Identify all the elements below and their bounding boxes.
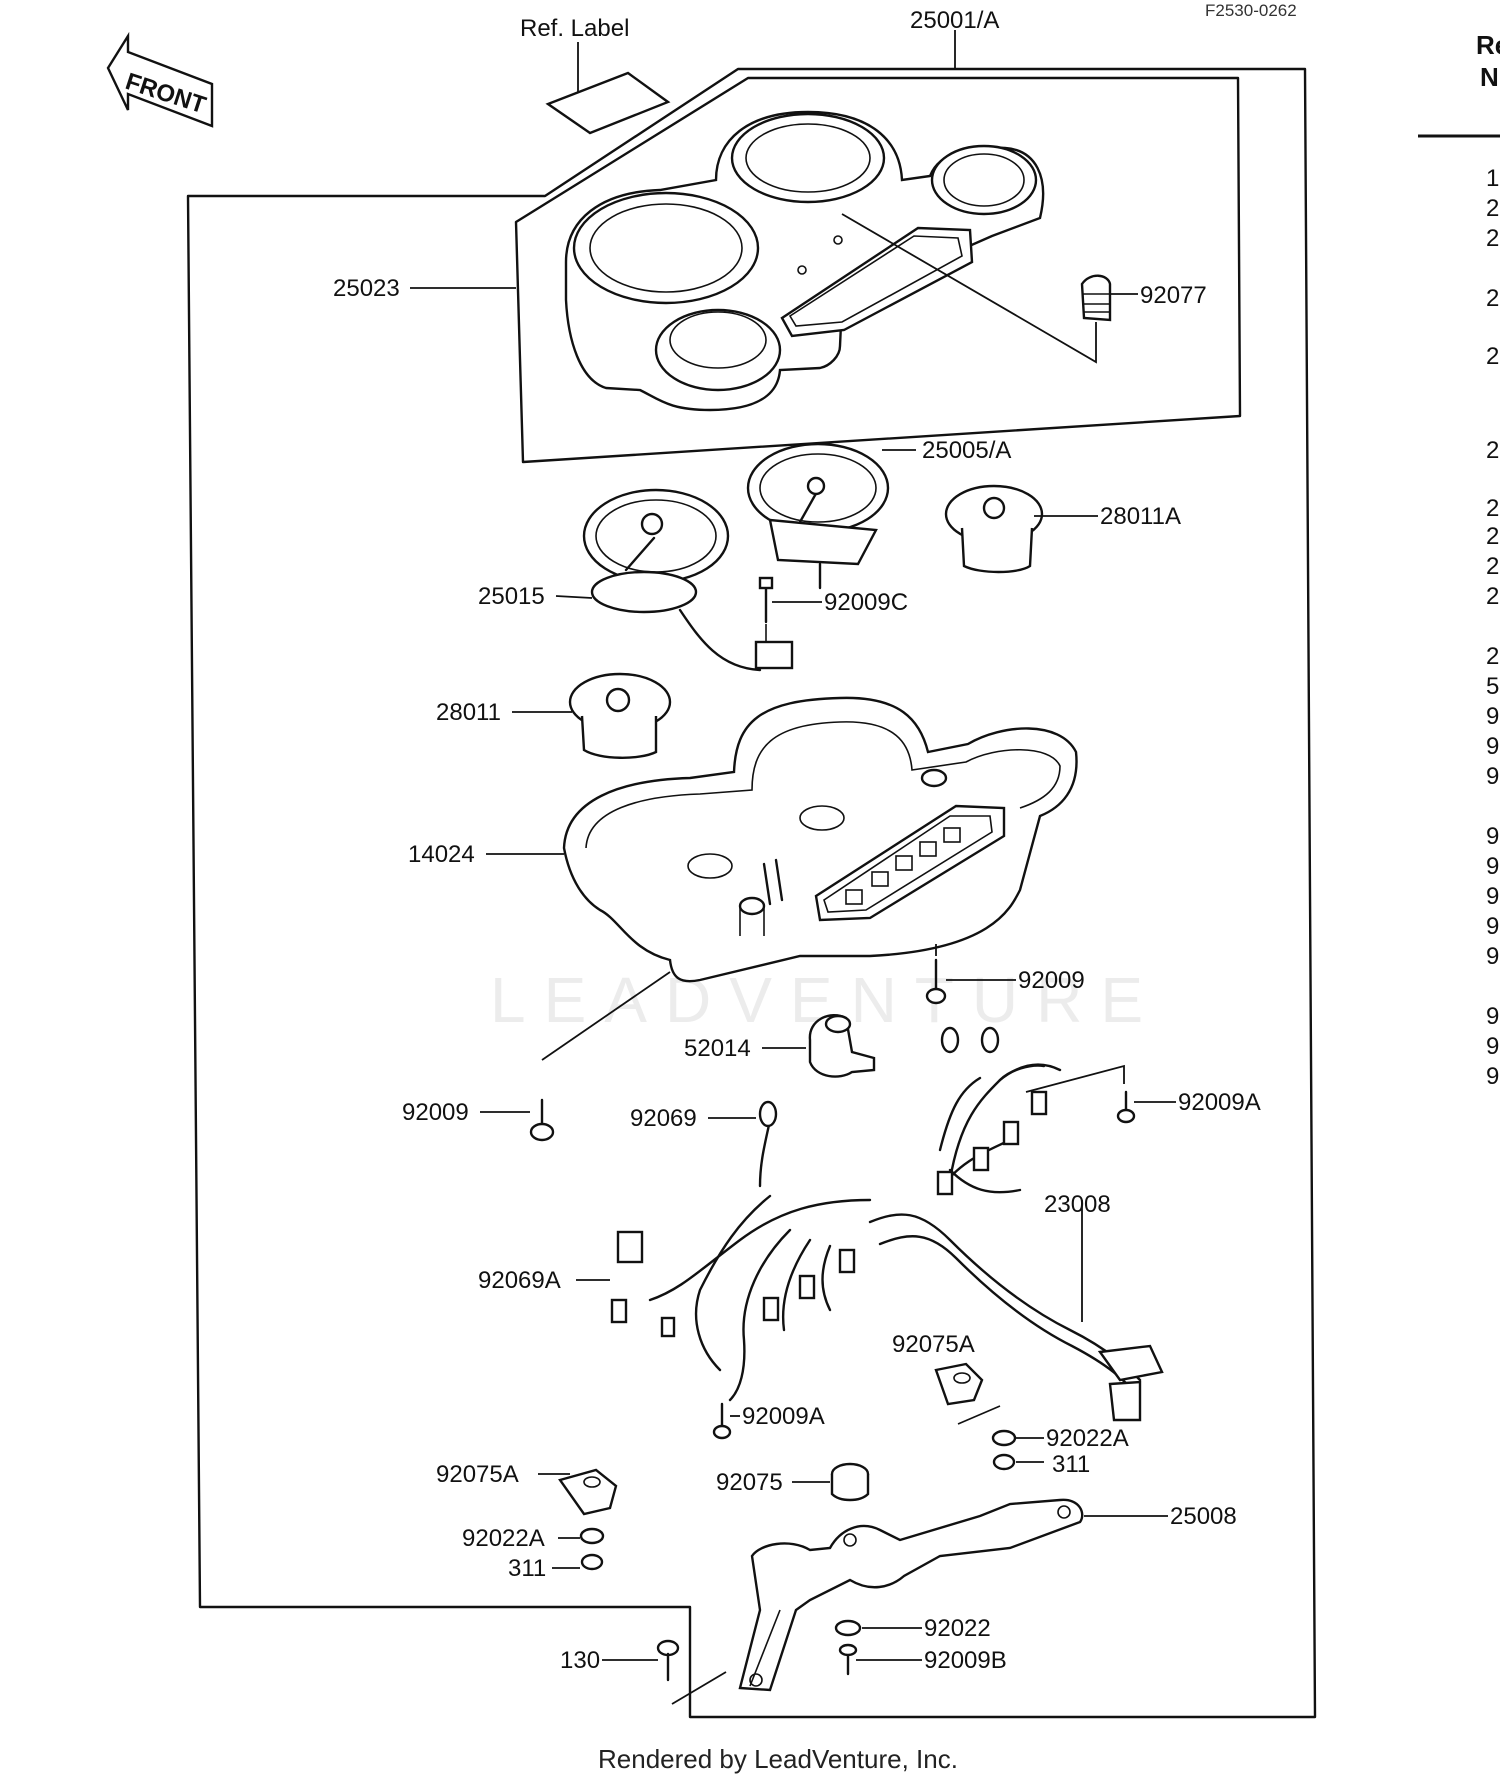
grommet-92077	[841, 213, 1112, 364]
meter-case-14024	[562, 696, 1078, 983]
ref-number-fragment: 2	[1486, 343, 1499, 370]
drawing-code: F2530-0262	[1205, 1, 1297, 20]
callout-311-left: 311	[508, 1555, 546, 1582]
ref-number-fragment: 9	[1486, 1003, 1499, 1030]
ref-number-fragment: 2	[1486, 643, 1499, 670]
callout-23008: 23008	[1044, 1191, 1111, 1218]
ref-number-fragment: 5	[1486, 673, 1499, 700]
ref-number-fragment: 9	[1486, 853, 1499, 880]
assembly-boundary	[186, 67, 1317, 1719]
bolt-130	[656, 1639, 680, 1682]
ref-number-fragment: 2	[1486, 225, 1499, 252]
callout-92069a: 92069A	[478, 1267, 561, 1294]
callout-130: 130	[560, 1647, 600, 1674]
callout-92022: 92022	[924, 1615, 991, 1642]
wiring-harness-23008	[610, 1026, 1164, 1422]
screw-92009b	[838, 1643, 858, 1676]
ref-header-line-2: N	[1480, 62, 1499, 92]
ref-number-fragment: 9	[1486, 1063, 1499, 1090]
ref-number-fragment: 2	[1486, 285, 1499, 312]
ref-number-fragment: 2	[1486, 195, 1499, 222]
callout-25008: 25008	[1170, 1503, 1237, 1530]
ref-number-fragment: 2	[1486, 523, 1499, 550]
screw-92009-right	[925, 944, 947, 1005]
ref-number-fragment: 9	[1486, 1033, 1499, 1060]
speedometer-25005a	[746, 442, 890, 590]
callout-52014: 52014	[684, 1035, 751, 1062]
ref-number-fragment: 9	[1486, 763, 1499, 790]
screw-92009a-low	[712, 1402, 732, 1440]
ref-header-line-1: Re	[1476, 30, 1500, 60]
callout-14024: 14024	[408, 841, 475, 868]
grommet-92075	[830, 1462, 870, 1502]
ref-number-fragment: 2	[1486, 437, 1499, 464]
callout-92022a-mid: 92022A	[1046, 1425, 1129, 1452]
front-arrow: FRONT	[106, 31, 214, 128]
callout-25005a: 25005/A	[922, 437, 1011, 464]
clamp-92075a-mid	[934, 1362, 1001, 1425]
callout-92009a-top: 92009A	[1178, 1089, 1261, 1116]
callout-92009c: 92009C	[824, 589, 908, 616]
callout-28011: 28011	[436, 699, 501, 726]
callout-ref-label: Ref. Label	[520, 15, 629, 42]
callout-leaders	[410, 30, 1176, 1661]
callout-92009-right: 92009	[1018, 967, 1085, 994]
upper-cover-boundary	[514, 76, 1242, 464]
clamp-92075a-left	[558, 1468, 618, 1516]
bracket-25008	[671, 1498, 1084, 1705]
callout-92075: 92075	[716, 1469, 783, 1496]
callout-92009b: 92009B	[924, 1647, 1007, 1674]
callout-92077: 92077	[1140, 282, 1207, 309]
ref-number-fragment: 9	[1486, 703, 1499, 730]
ref-number-fragment: 9	[1486, 823, 1499, 850]
screw-92009a-top	[1116, 1090, 1136, 1124]
tachometer-25015	[582, 488, 794, 672]
washer-92022	[834, 1619, 862, 1637]
callout-28011a: 28011A	[1100, 503, 1181, 530]
ref-number-fragment: 9	[1486, 733, 1499, 760]
callout-92075a-left: 92075A	[436, 1461, 519, 1488]
screw-92009c	[758, 576, 774, 642]
ref-number-fragment: 1	[1486, 165, 1499, 192]
callout-25023: 25023	[333, 275, 400, 302]
sensor-52014	[808, 1014, 876, 1078]
callout-92075a-mid: 92075A	[892, 1331, 975, 1358]
lamp-28011a	[944, 484, 1044, 574]
ref-number-fragment: 2	[1486, 583, 1499, 610]
meter-cover-25023	[564, 110, 1045, 412]
ref-number-fragment: 2	[1486, 495, 1499, 522]
callout-92022a-left: 92022A	[462, 1525, 545, 1552]
ref-number-fragment: 2	[1486, 553, 1499, 580]
screw-92009-left	[529, 971, 671, 1142]
callout-92009-left: 92009	[402, 1099, 469, 1126]
ref-number-fragment: 9	[1486, 913, 1499, 940]
callout-25001a: 25001/A	[910, 7, 999, 34]
callout-92069: 92069	[630, 1105, 697, 1132]
ref-number-fragment: 9	[1486, 943, 1499, 970]
reference-label-sticker	[545, 42, 671, 135]
nut-washer-left	[579, 1527, 605, 1571]
rendered-credit: Rendered by LeadVenture, Inc.	[598, 1744, 958, 1774]
callout-25015: 25015	[478, 583, 545, 610]
ref-number-fragment: 9	[1486, 883, 1499, 910]
callout-92009a-low: 92009A	[742, 1403, 825, 1430]
lamp-28011	[568, 672, 672, 759]
callout-311-mid: 311	[1052, 1451, 1090, 1478]
nut-washer-mid	[991, 1429, 1017, 1471]
